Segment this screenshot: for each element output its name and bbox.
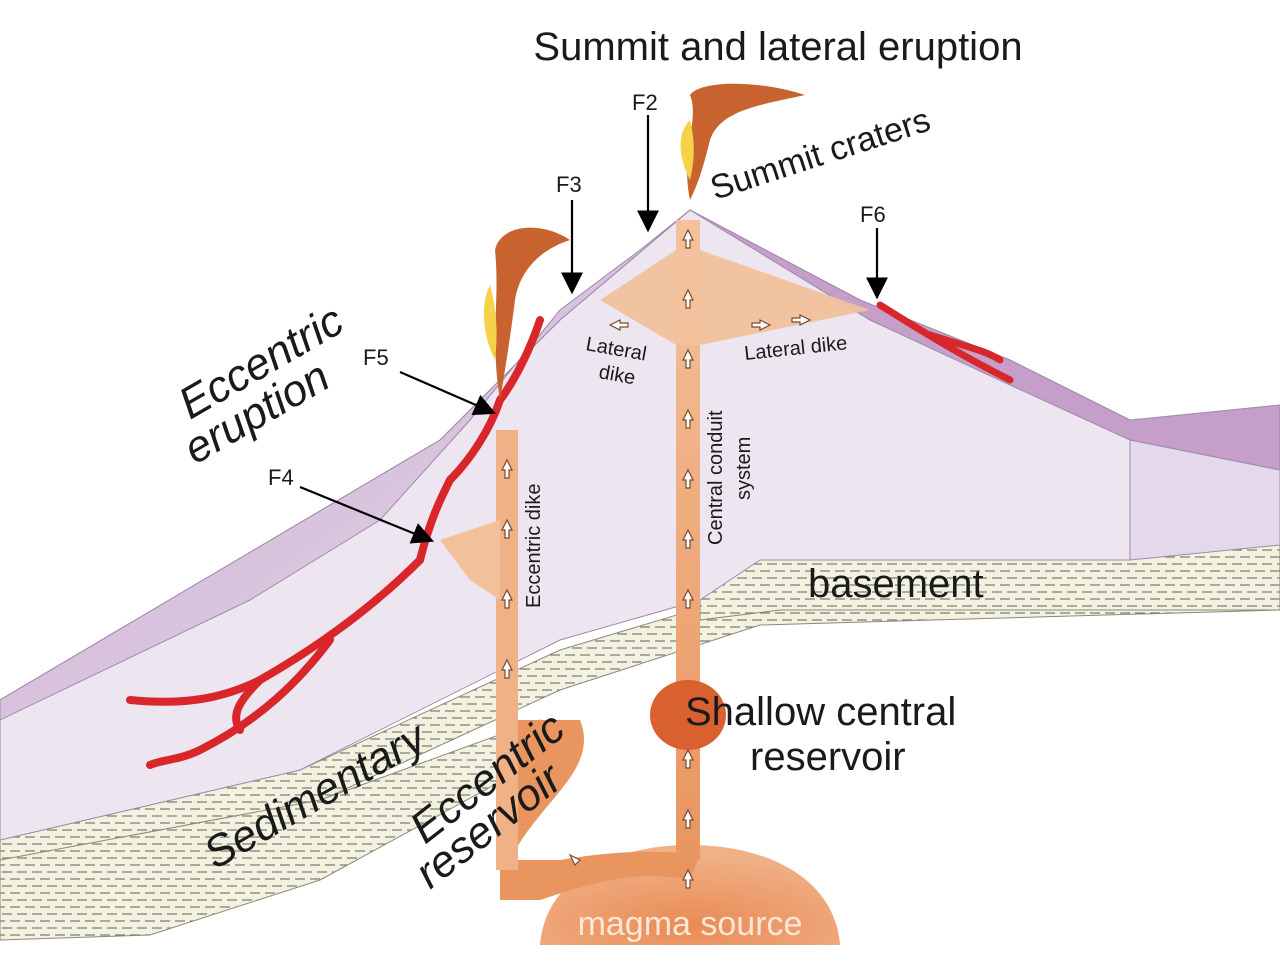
eccentric-reservoir — [500, 720, 700, 900]
magma-flow-arrows — [501, 228, 812, 889]
label-summit-craters: Summit craters — [706, 101, 935, 208]
summit-plume — [680, 83, 805, 200]
label-central-conduit-2: system — [733, 437, 755, 500]
eccentric-dike-branch — [440, 520, 500, 600]
label-f5: F5 — [363, 345, 389, 370]
label-central-conduit-1: Central conduit — [705, 410, 727, 545]
lava-flow-lateral — [876, 301, 1014, 384]
label-f4: F4 — [268, 465, 294, 490]
label-shallow-reservoir-1: Shallow central — [685, 690, 956, 734]
volcano-surface-right — [689, 209, 1280, 471]
diagram-title: Summit and lateral eruption — [533, 25, 1022, 69]
lava-flow-eccentric — [126, 316, 544, 769]
sedimentary-layer-front — [0, 719, 541, 941]
f5-arrow — [399, 370, 497, 416]
f4-arrow — [299, 485, 435, 544]
label-eccentric-dike: Eccentric dike — [523, 484, 545, 609]
label-f2: F2 — [632, 90, 658, 115]
label-basement: basement — [808, 562, 984, 606]
label-f3: F3 — [556, 172, 582, 197]
eccentric-plume — [483, 227, 570, 400]
volcano-right-cut — [1129, 439, 1280, 561]
label-shallow-reservoir-2: reservoir — [750, 735, 906, 779]
eccentric-dike-conduit — [496, 430, 518, 870]
label-f6: F6 — [860, 202, 886, 227]
shallow-central-reservoir — [650, 680, 726, 750]
label-magma-source: magma source — [578, 905, 803, 943]
